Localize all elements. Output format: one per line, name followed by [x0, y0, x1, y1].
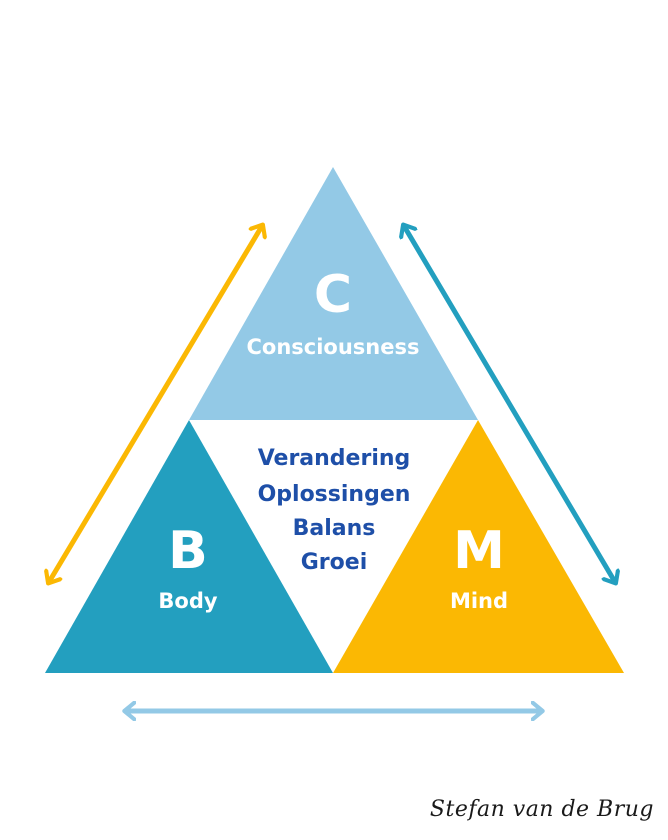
body-letter: B: [168, 521, 208, 581]
body-label: Body: [158, 589, 217, 613]
mind-letter: M: [453, 521, 505, 581]
center-word: Verandering: [258, 446, 411, 471]
center-word: Balans: [293, 516, 376, 541]
mind-label: Mind: [450, 589, 508, 613]
author-signature: Stefan van de Brug: [429, 797, 654, 822]
center-word: Groei: [301, 550, 367, 575]
left-double-arrow: [49, 226, 262, 582]
center-word: Oplossingen: [258, 482, 411, 507]
consciousness-label: Consciousness: [246, 335, 419, 359]
consciousness-letter: C: [314, 265, 352, 325]
right-double-arrow: [404, 226, 615, 582]
